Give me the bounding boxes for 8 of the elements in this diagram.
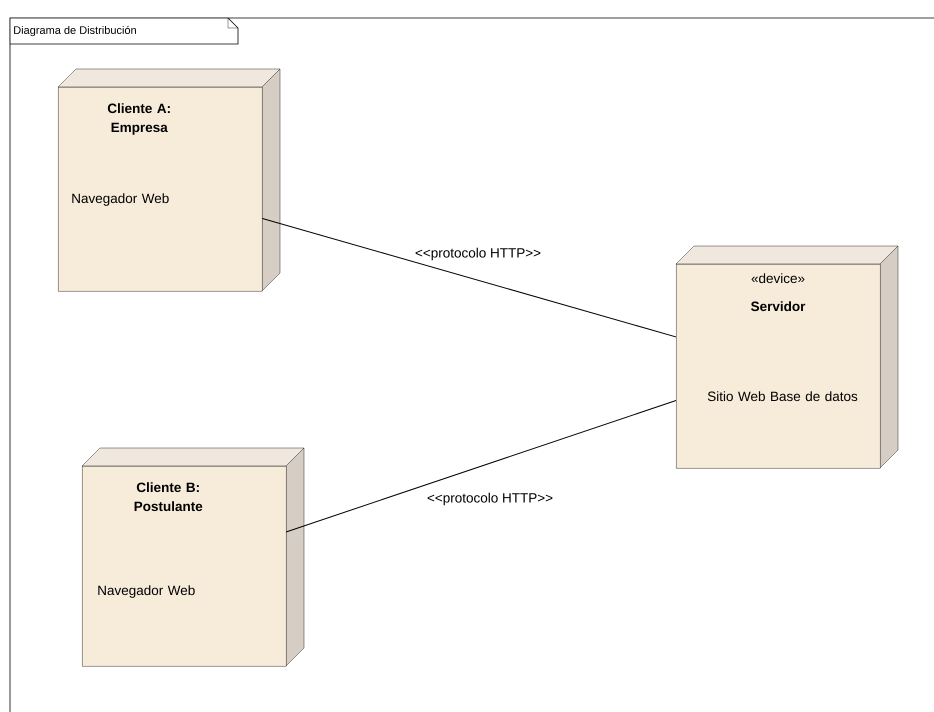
frame-title-tab: Diagrama de Distribución [10,18,238,44]
edge-label: <<protocolo HTTP>> [428,492,552,506]
edge-label: <<protocolo HTTP>> [416,248,540,260]
node-box: Cliente A: Empresa Navegador Web [58,68,280,292]
node-box: Cliente B: Postulante Navegador Web [82,448,304,666]
connector-line [286,400,676,532]
connector-line [262,218,676,338]
node-box: «device» Servidor Sitio Web Base de datos [676,246,898,468]
